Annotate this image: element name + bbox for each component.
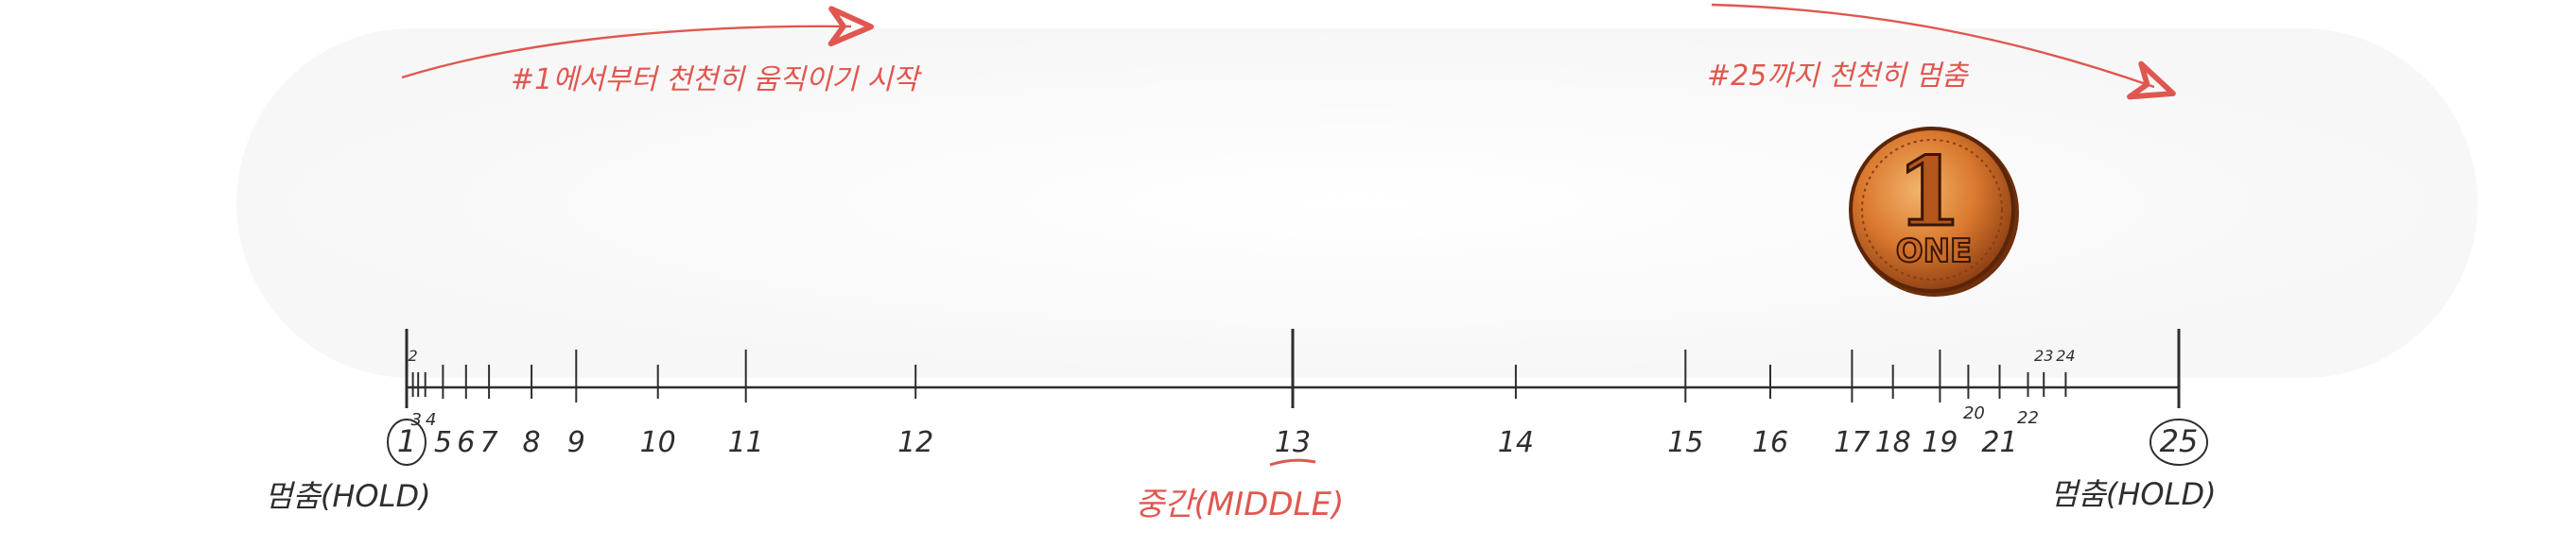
coin-numeral: 1 [1896,136,1962,248]
tick-circle-25 [2150,419,2208,466]
tick-label-19: 19 [1922,426,1958,459]
tick-label-2: 2 [409,347,418,365]
tick-label-11: 11 [728,426,764,459]
start-annotation: #1에서부터 천천히 움직이기 시작 [511,63,922,96]
tick-label-1: 1 [397,423,416,459]
tick-label-3: 3 [410,410,421,430]
coin-face [1849,127,2015,293]
tick-label-5: 5 [434,426,452,459]
right-hold-label: 멈춤(HOLD) [2050,476,2217,512]
end-annotation: #25까지 천천히 멈춤 [1707,60,1970,93]
tick-label-22: 22 [2017,408,2039,428]
tick-label-16: 16 [1752,426,1788,459]
tick-label-10: 10 [640,426,676,459]
tick-label-24: 24 [2056,347,2075,365]
tick-label-23: 23 [2034,347,2053,365]
tick-label-12: 12 [897,426,933,459]
left-hold-label: 멈춤(HOLD) [265,478,431,514]
tick-underline-13 [1269,458,1316,467]
middle-label: 중간(MIDDLE) [1135,486,1344,523]
tick-label-25: 25 [2160,423,2199,459]
coin-illustration: 1 ONE [1849,127,2019,297]
coin-word: ONE [1896,232,1973,270]
tick-label-6: 6 [457,426,475,459]
coin-inner-ring [1861,139,2003,281]
tick-label-8: 8 [523,426,541,459]
tick-label-4: 4 [426,410,436,430]
tick-label-13: 13 [1275,426,1311,459]
tick-label-18: 18 [1875,426,1911,459]
tick-label-9: 9 [567,426,585,459]
tick-circle-1 [387,419,426,466]
tick-label-7: 7 [480,426,498,459]
tick-label-20: 20 [1963,403,1985,423]
tick-label-21: 21 [1981,426,2017,459]
start-motion-arrow [401,6,875,79]
tick-label-15: 15 [1667,426,1703,459]
tick-label-17: 17 [1834,426,1870,459]
end-motion-arrow [1711,3,2176,100]
tick-label-14: 14 [1498,426,1534,459]
